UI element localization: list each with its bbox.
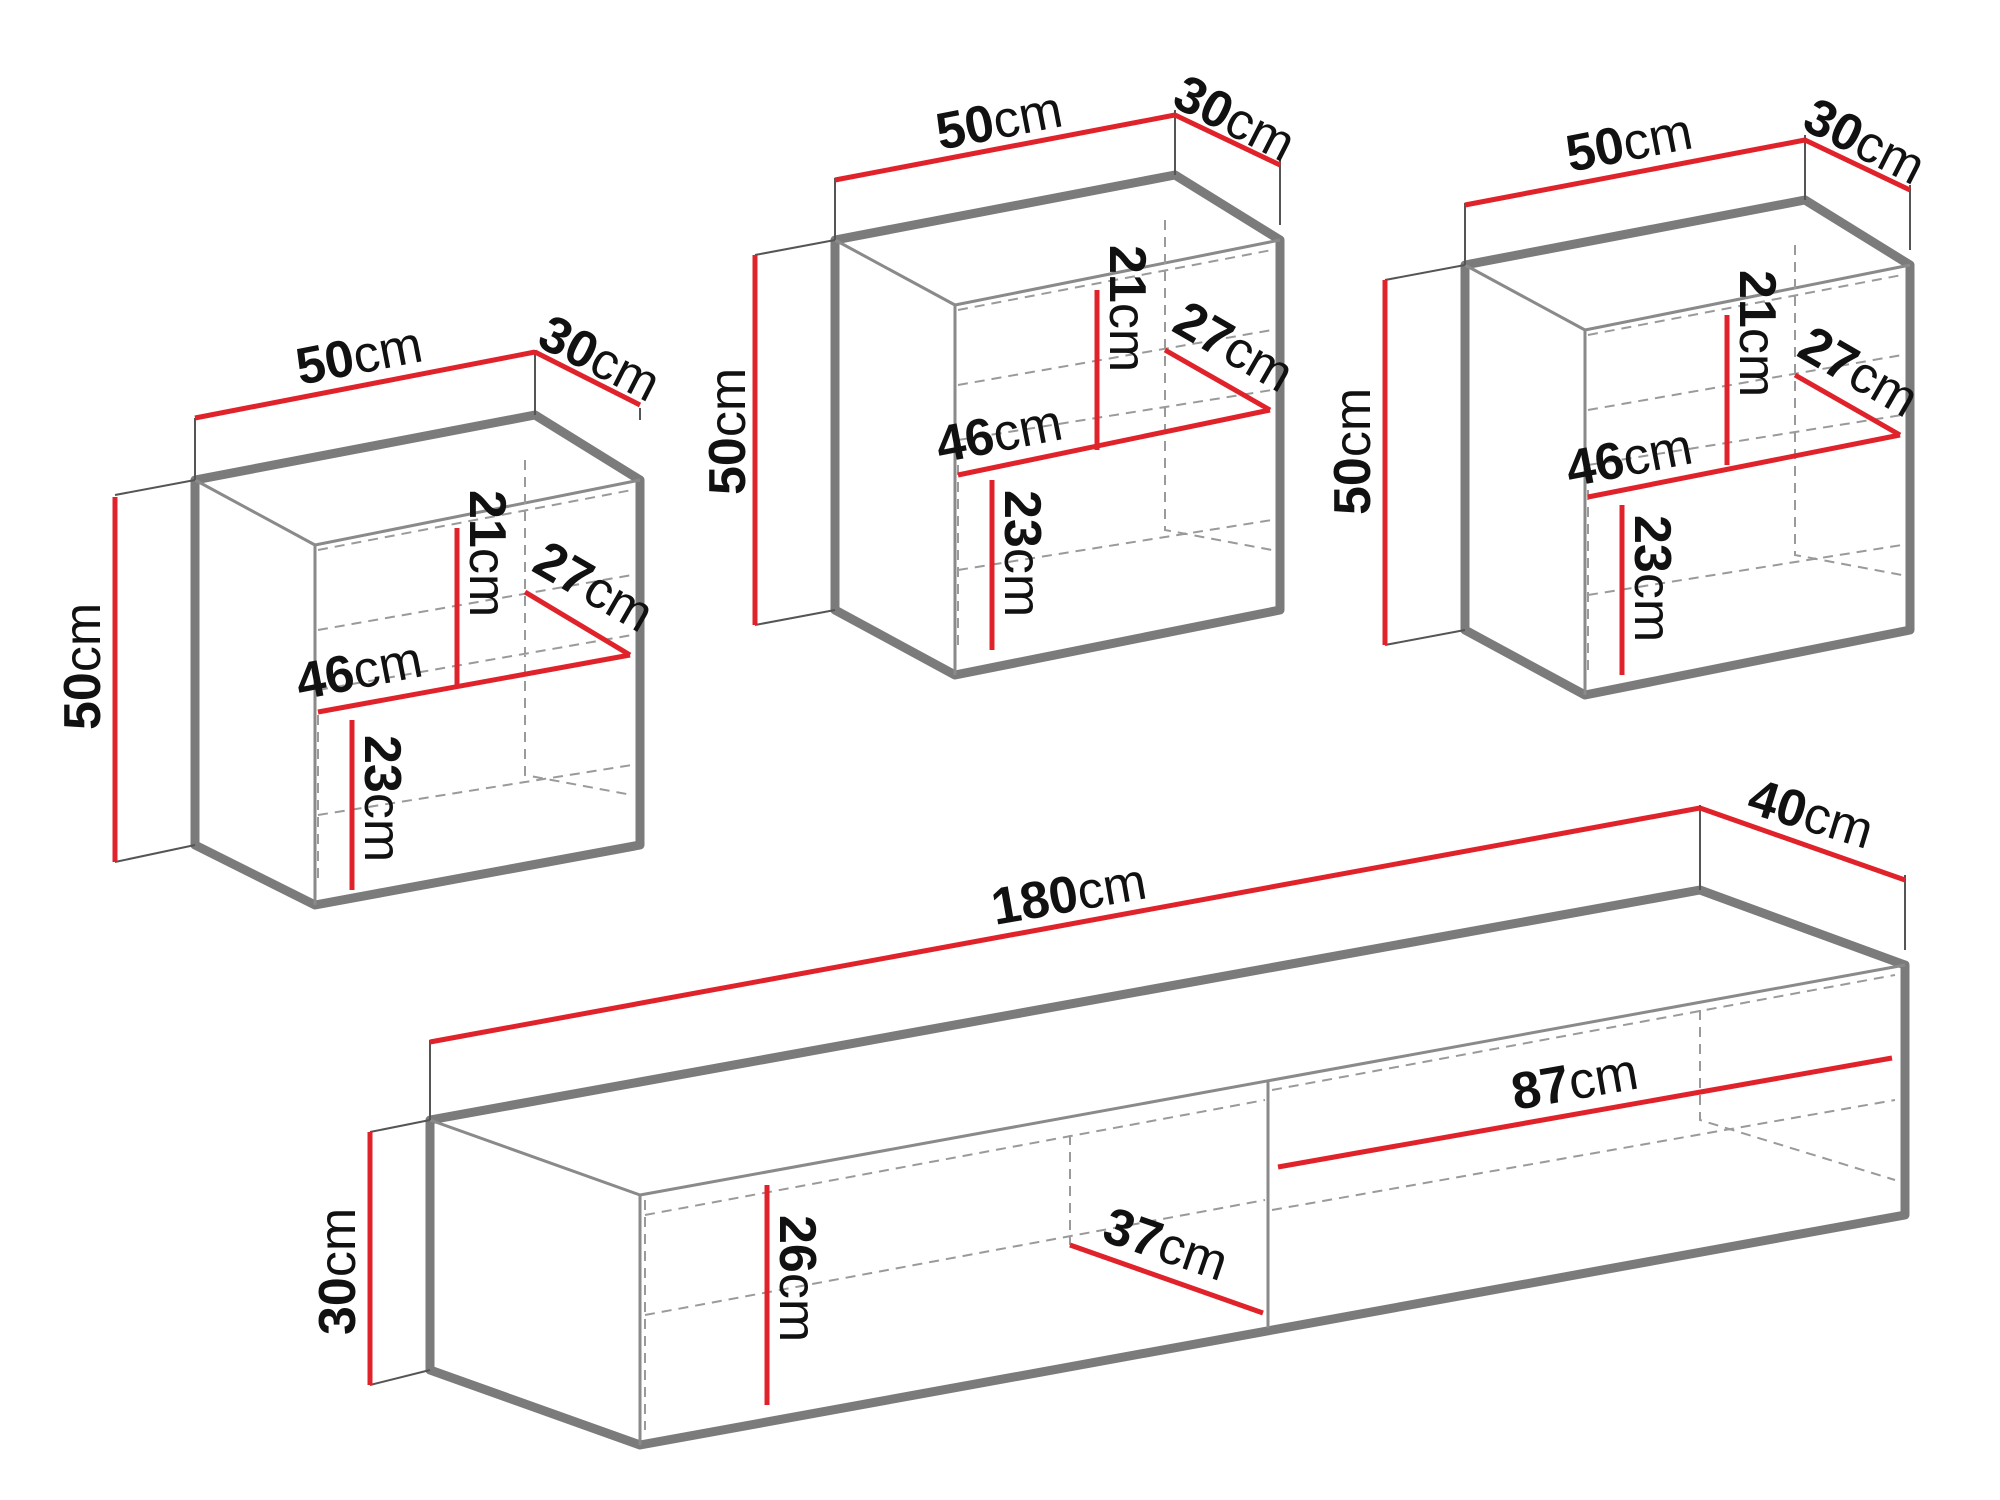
middle-cabinet-lower-height-label: 23cm <box>993 490 1051 617</box>
tv-unit-depth-line <box>1699 805 1906 883</box>
tv-unit-inner-width-label: 87cm <box>1507 1043 1642 1122</box>
middle-cabinet-depth-label: 30cm <box>1165 64 1305 173</box>
left-cabinet-upper-height-label: 21cm <box>458 490 516 617</box>
tv-unit-width-line <box>429 805 1701 1045</box>
tv-unit: 180cm 40cm 30cm 87cm 37cm 26cm <box>309 768 1910 1450</box>
right-cabinet-depth-line <box>1803 137 1912 193</box>
left-cabinet-depth-label: 30cm <box>530 304 670 413</box>
middle-cabinet-shelf-width-line <box>957 407 1271 478</box>
middle-cabinet-height-label: 50cm <box>699 368 757 495</box>
right-cabinet-shelf-depth-line <box>1793 372 1902 438</box>
tv-unit-height-label: 30cm <box>309 1208 367 1335</box>
left-cabinet-inner-back <box>317 460 633 885</box>
tv-unit-inner-depth-line <box>1069 1242 1264 1316</box>
right-cabinet-height-label: 50cm <box>1324 388 1382 515</box>
right-cabinet-shelf-width-line <box>1587 432 1901 500</box>
middle-cabinet-inner-back <box>957 220 1273 650</box>
tv-unit-outline <box>425 885 1910 1450</box>
left-cabinet-height-label: 50cm <box>54 603 112 730</box>
left-cabinet-lower-height-label: 23cm <box>353 735 411 862</box>
middle-cabinet-width-line <box>834 112 1176 183</box>
middle-cabinet-depth-line <box>1173 112 1282 168</box>
left-cabinet-front-edges <box>194 478 641 905</box>
middle-cabinet-extension-lines <box>754 110 1281 626</box>
right-cabinet-lower-height-label: 23cm <box>1623 515 1681 642</box>
left-cabinet-shelf-width-label: 46cm <box>291 631 427 712</box>
left-cabinet-depth-line <box>533 349 642 408</box>
left-cabinet-shelf-width-line <box>317 652 631 715</box>
middle-cabinet-width-label: 50cm <box>931 81 1067 162</box>
left-cabinet: 50cm 30cm 50cm 46cm 27cm 21cm 23cm <box>54 304 670 910</box>
right-cabinet-shelf-width-label: 46cm <box>1561 418 1697 499</box>
right-cabinet-inner-back <box>1587 245 1903 675</box>
middle-cabinet-upper-height-label: 21cm <box>1098 245 1156 372</box>
tv-unit-width-label: 180cm <box>987 853 1151 937</box>
tv-unit-inner-back <box>644 974 1896 1430</box>
right-cabinet-front-edges <box>1464 263 1911 695</box>
tv-unit-inner-width-line <box>1277 1055 1893 1170</box>
middle-cabinet-shelf-depth-line <box>1163 347 1272 413</box>
left-cabinet-shelf-depth-line <box>523 589 632 658</box>
right-cabinet-width-line <box>1464 137 1806 208</box>
middle-cabinet-front-edges <box>834 238 1281 675</box>
right-cabinet: 50cm 30cm 50cm 46cm 27cm 21cm 23cm <box>1324 87 1935 700</box>
tv-unit-extension-lines <box>369 805 1906 1386</box>
tv-unit-inner-height-label: 26cm <box>768 1215 826 1342</box>
tv-unit-front-edges <box>429 963 1906 1445</box>
middle-cabinet: 50cm 30cm 50cm 46cm 27cm 21cm 23cm <box>699 64 1305 680</box>
left-cabinet-extension-lines <box>114 350 641 863</box>
middle-cabinet-shelf-width-label: 46cm <box>931 394 1067 475</box>
left-cabinet-width-label: 50cm <box>291 316 427 397</box>
right-cabinet-extension-lines <box>1384 135 1911 646</box>
left-cabinet-width-line <box>194 349 536 421</box>
right-cabinet-depth-label: 30cm <box>1795 87 1935 196</box>
right-cabinet-width-label: 50cm <box>1561 103 1697 184</box>
right-cabinet-upper-height-label: 21cm <box>1728 270 1786 397</box>
